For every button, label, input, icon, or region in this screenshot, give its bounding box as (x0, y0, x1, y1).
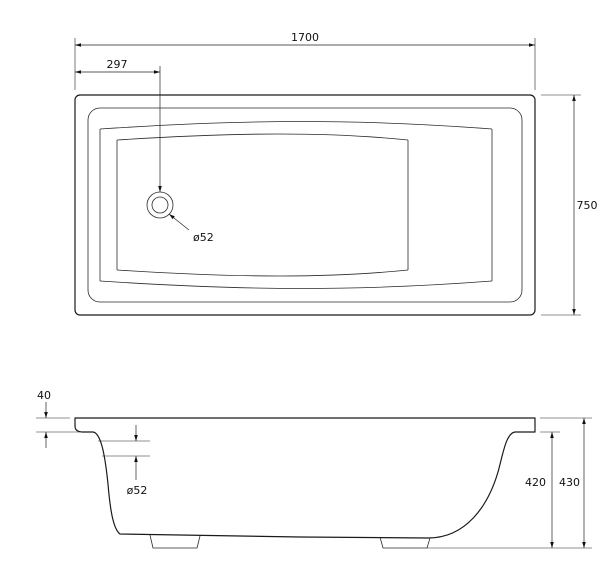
tub-inner-rim (87, 107, 523, 303)
dim-label-40: 40 (37, 389, 51, 402)
dim-label-1700: 1700 (291, 31, 319, 44)
dim-label-drain-dia-side: ø52 (127, 484, 148, 497)
drain-inner-circle (151, 196, 169, 214)
top-view (74, 94, 536, 316)
drain-dia-leader (168, 213, 190, 231)
tub-opening-top-edge (99, 121, 493, 130)
support-skid-right (379, 536, 431, 549)
tub-opening-bottom-edge (99, 280, 493, 289)
support-skid-left (149, 534, 201, 549)
tub-outer-rim (74, 94, 536, 316)
tub-side-profile (74, 417, 536, 539)
side-view-dimensions: 40 ø52 420 430 (36, 389, 592, 549)
tub-floor-bottom-edge (116, 269, 409, 277)
side-view (74, 417, 536, 549)
top-view-dimensions: 1700 297 ø52 750 (74, 31, 598, 316)
tub-floor-top-edge (116, 133, 409, 141)
dim-label-drain-dia-top: ø52 (193, 231, 214, 244)
dim-label-297: 297 (107, 58, 128, 71)
dim-label-420: 420 (525, 476, 546, 489)
dim-label-430: 430 (559, 476, 580, 489)
dim-label-750: 750 (577, 199, 598, 212)
